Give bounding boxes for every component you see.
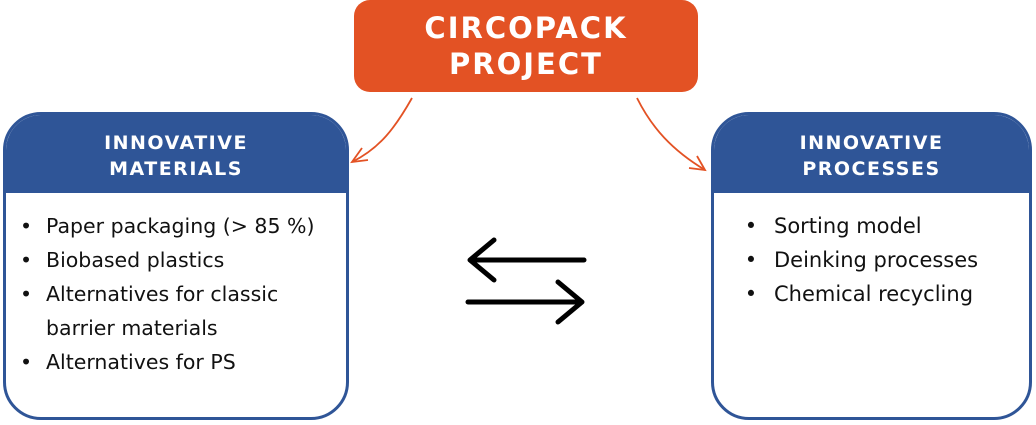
processes-header: INNOVATIVE PROCESSES [714,115,1029,193]
list-item-text: Deinking processes [774,248,979,272]
connector-to-materials [351,97,413,163]
bullet-icon: • [19,214,33,238]
list-item: • Paper packaging (> 85 %) [6,209,346,243]
list-item: • Alternatives for PS [6,345,346,379]
materials-title: INNOVATIVE MATERIALS [104,132,248,180]
processes-panel: INNOVATIVE PROCESSES • Sorting model • Dei… [711,112,1032,420]
connector-to-processes [636,97,706,171]
materials-panel: INNOVATIVE MATERIALS • Paper packaging (>… [3,112,349,420]
list-item-text: Chemical recycling [774,282,974,306]
bullet-icon: • [19,248,33,272]
project-box: CIRCOPACK PROJECT [354,0,698,92]
list-item: • Deinking processes [714,243,1029,277]
bullet-icon: • [19,350,33,374]
list-item: • Biobased plastics [6,243,346,277]
list-item: • Chemical recycling [714,277,1029,311]
bullet-icon: • [744,214,758,238]
processes-title: INNOVATIVE PROCESSES [799,132,944,180]
list-item-text: Biobased plastics [46,248,225,272]
list-item-text: Alternatives for classic barrier materia… [46,282,279,340]
list-item: • Alternatives for classic barrier materi… [6,277,346,345]
materials-list: • Paper packaging (> 85 %) • Biobased plas… [6,193,346,379]
connector-to-materials-arrowhead [350,147,369,164]
list-item-text: Paper packaging (> 85 %) [46,214,315,238]
connector-to-processes-arrowhead [688,155,707,172]
bullet-icon: • [744,248,758,272]
list-item-text: Alternatives for PS [46,350,236,374]
bullet-icon: • [744,282,758,306]
bullet-icon: • [19,282,33,306]
materials-header: INNOVATIVE MATERIALS [6,115,346,193]
bidirectional-arrows-icon [465,237,587,325]
processes-list: • Sorting model • Deinking processes • Chem… [714,193,1029,311]
project-label: CIRCOPACK PROJECT [424,11,628,81]
list-item-text: Sorting model [774,214,922,238]
list-item: • Sorting model [714,209,1029,243]
